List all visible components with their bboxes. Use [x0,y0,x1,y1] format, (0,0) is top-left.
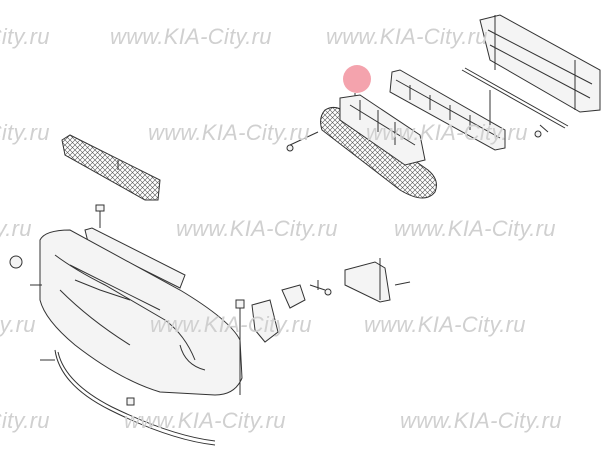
front-bumper-cover[interactable] [39,229,243,396]
clip[interactable] [534,130,542,138]
bumper-beam[interactable] [479,14,601,113]
fog-lamp[interactable] [281,284,306,309]
bumper-lower-molding[interactable] [54,349,216,446]
fog-lamp-bracket[interactable] [251,299,279,343]
front-grille-upper[interactable] [320,94,437,199]
trim-strip[interactable] [461,67,569,129]
highlight-marker[interactable] [343,65,371,93]
fog-lamp-cover[interactable] [344,261,391,303]
clip[interactable] [286,144,294,152]
lower-grille-upper-left[interactable] [61,134,161,201]
fog-cap[interactable] [9,255,23,269]
energy-absorber[interactable] [389,69,506,151]
leader-line [539,124,549,133]
